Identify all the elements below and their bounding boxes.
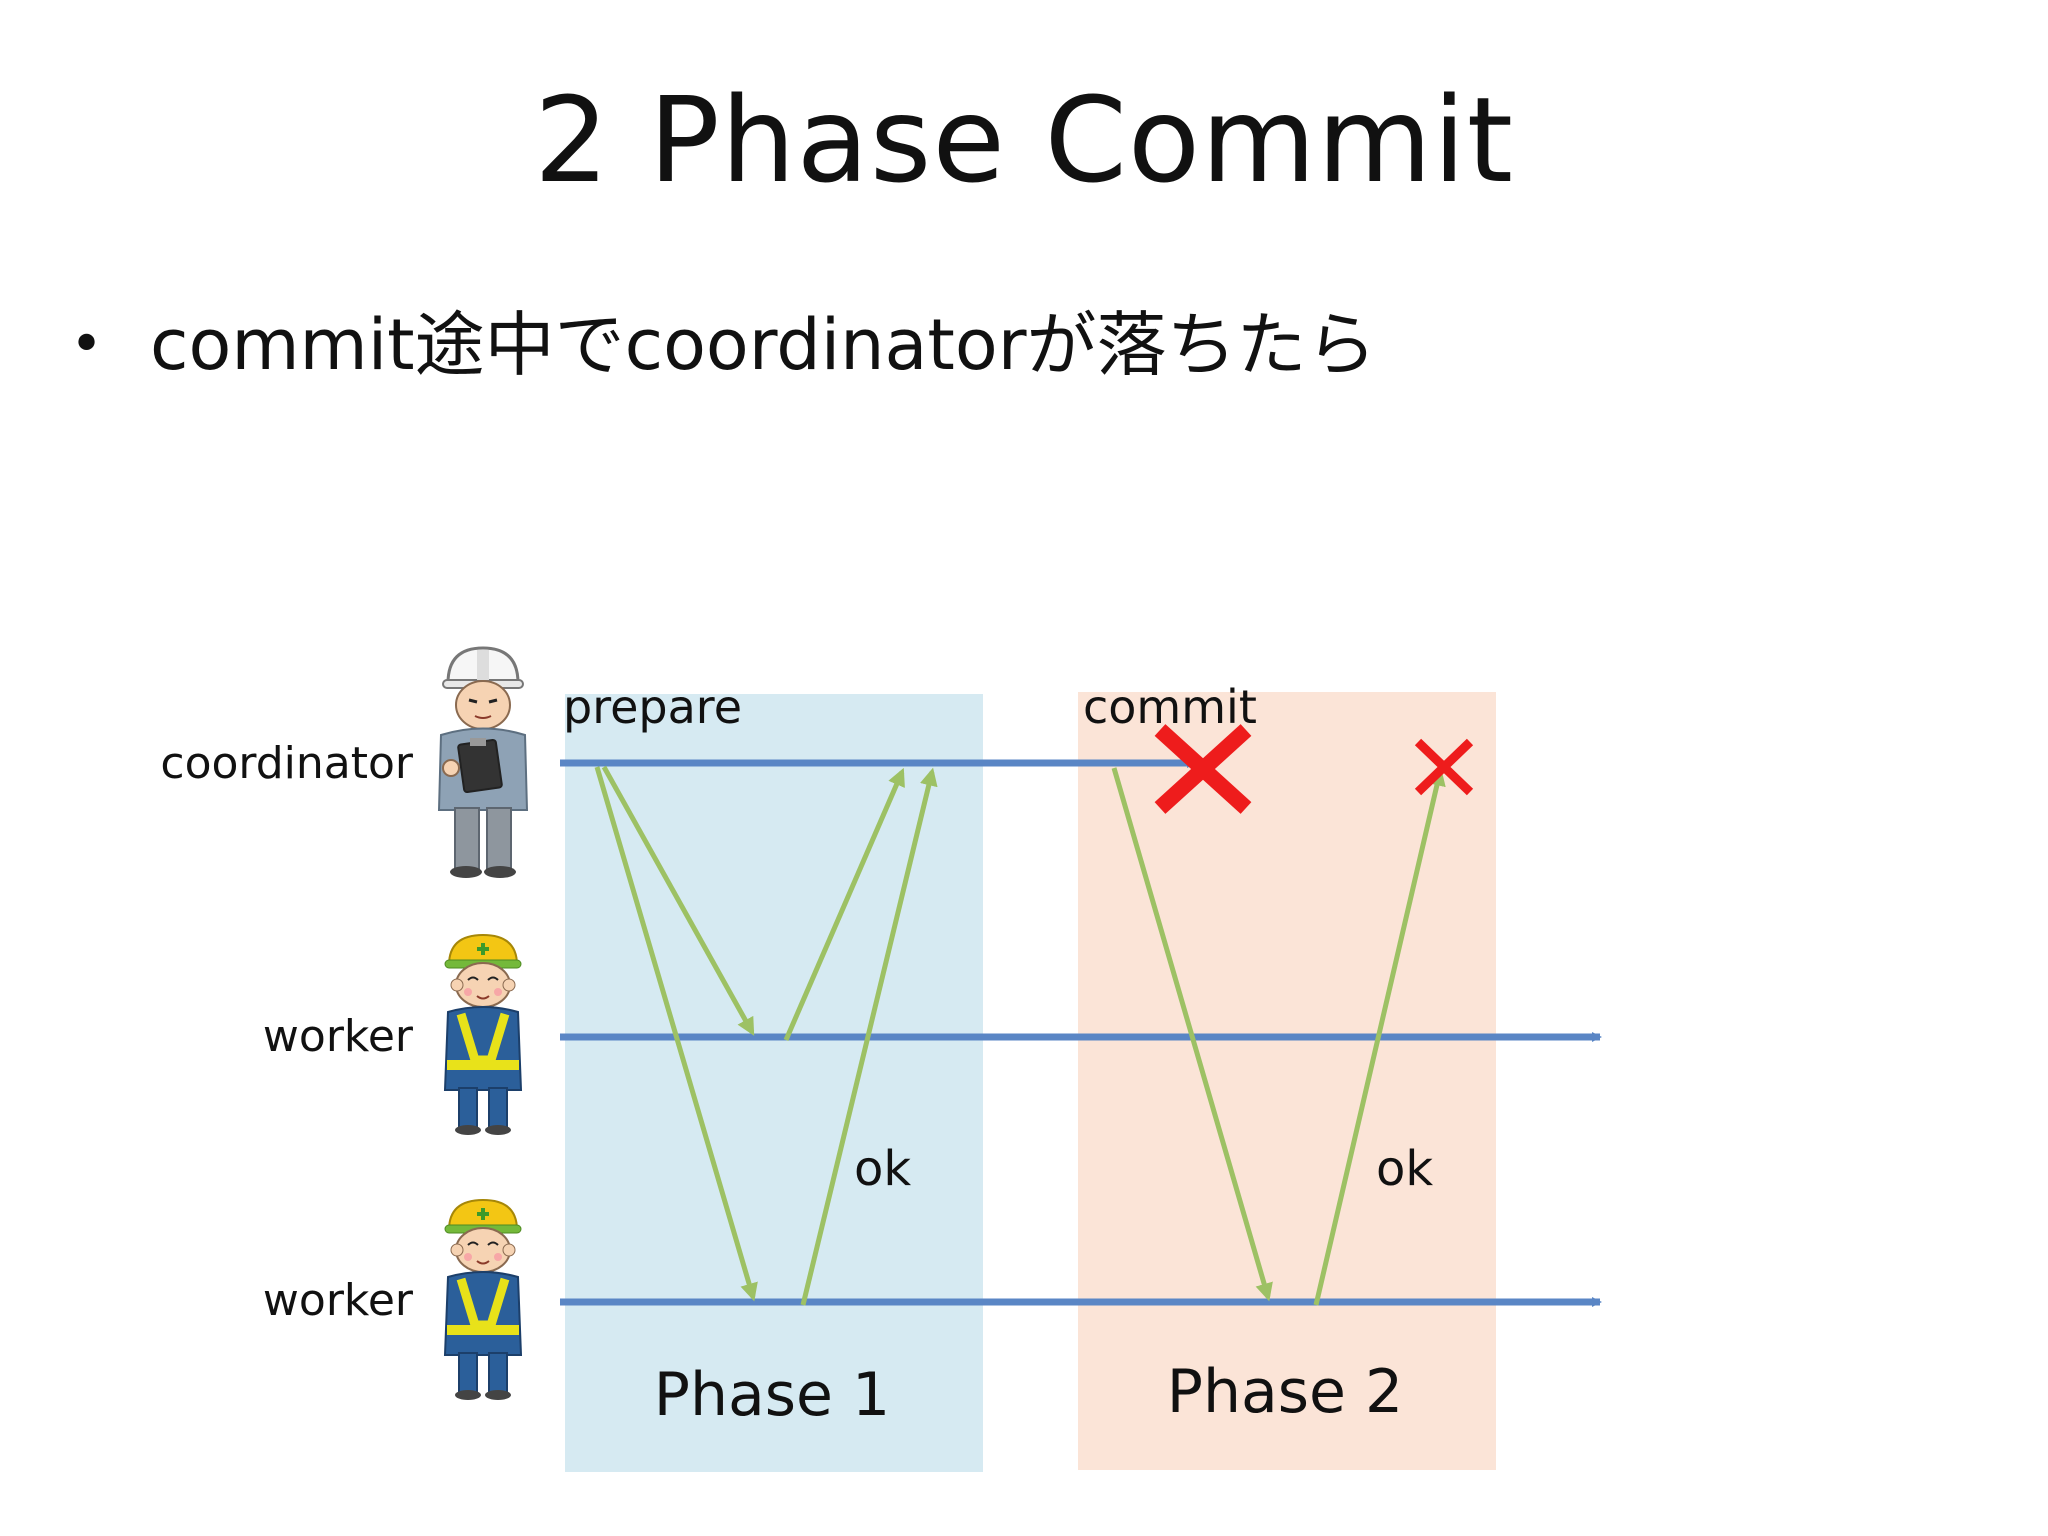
ok-arrow-worker1: [783, 767, 905, 1041]
supervisor-with-clipboard-icon: [437, 646, 529, 878]
ok-arrow-worker2: [800, 767, 938, 1306]
actor-label-worker-2: worker: [263, 1275, 414, 1326]
ok-label-phase2: ok: [1376, 1141, 1433, 1197]
construction-worker-icon: [443, 1198, 523, 1400]
coordinator-failure-icon: [1154, 724, 1252, 814]
prepare-arrow-worker1: [601, 765, 755, 1036]
actor-label-coordinator: coordinator: [160, 738, 414, 789]
prepare-arrow-worker2: [594, 766, 758, 1302]
ok-arrow-phase2: [1313, 767, 1446, 1306]
ok-label-phase1: ok: [854, 1141, 911, 1197]
bullet-item: • commit途中でcoordinatorが落ちたら: [70, 295, 1376, 395]
phase2-label: Phase 2: [1167, 1357, 1403, 1427]
bullet-icon: •: [70, 312, 104, 377]
slide-title: 2 Phase Commit: [534, 71, 1514, 209]
phase1-label: Phase 1: [654, 1360, 890, 1430]
construction-worker-icon: [443, 933, 523, 1135]
prepare-label: prepare: [563, 680, 742, 734]
commit-label: commit: [1083, 680, 1257, 734]
lost-ack-failure-icon: [1414, 738, 1474, 796]
commit-arrow-worker2: [1111, 767, 1273, 1302]
bullet-text: commit途中でcoordinatorが落ちたら: [150, 304, 1377, 386]
actor-label-worker-1: worker: [263, 1011, 414, 1062]
